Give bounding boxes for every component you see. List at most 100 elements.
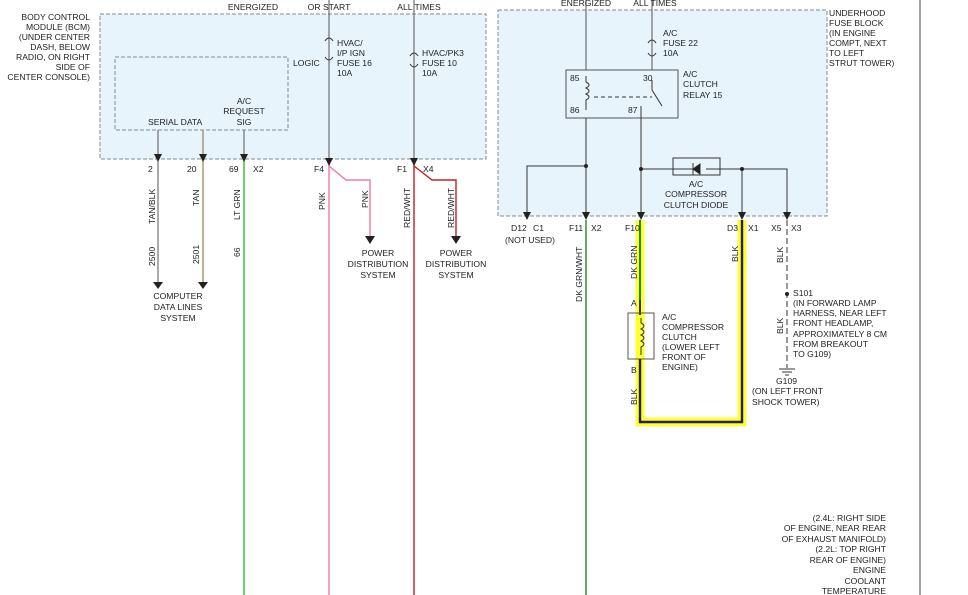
relay-pin-85: 85 <box>570 73 580 83</box>
wire-label-blk-clutch: BLK <box>629 388 639 405</box>
pin-d3: D3 <box>727 223 738 233</box>
svg-text:A/C: A/C <box>663 28 677 38</box>
pin-2: 2 <box>148 164 153 174</box>
fuse10-symbol <box>409 52 419 57</box>
svg-text:10A: 10A <box>663 48 679 58</box>
svg-text:(LOWER LEFT: (LOWER LEFT <box>662 342 721 352</box>
pin-f1: F1 <box>397 164 407 174</box>
pin-arrow-d3 <box>738 212 746 220</box>
svg-text:(2.2L: TOP RIGHT: (2.2L: TOP RIGHT <box>815 544 886 554</box>
ac-request-label: A/C REQUEST SIG <box>223 96 265 127</box>
svg-text:(IN FORWARD LAMP: (IN FORWARD LAMP <box>793 298 877 308</box>
wire-label-pnk-2: PNK <box>360 190 370 208</box>
arrow-computer-data-2 <box>198 282 208 289</box>
svg-text:FUSE 22: FUSE 22 <box>663 38 698 48</box>
clutch-pin-b: B <box>631 365 637 375</box>
ground-g109-icon <box>779 368 795 376</box>
svg-text:TO LEFT: TO LEFT <box>829 48 865 58</box>
svg-text:FROM BREAKOUT: FROM BREAKOUT <box>793 339 869 349</box>
svg-text:I/P IGN: I/P IGN <box>337 48 365 58</box>
wire-label-lt-grn: LT GRN <box>232 189 242 220</box>
relay-pin-30: 30 <box>643 73 653 83</box>
svg-text:A/C: A/C <box>683 69 697 79</box>
circuit-2500: 2500 <box>147 247 157 266</box>
svg-text:HVAC/PK3: HVAC/PK3 <box>422 48 464 58</box>
wire-label-dk-grn-wht: DK GRN/WHT <box>574 246 584 302</box>
circuit-highlight <box>635 220 747 427</box>
pin-arrow-f1 <box>410 158 418 166</box>
not-used-label: (NOT USED) <box>505 235 555 245</box>
arrow-power-dist-1 <box>365 236 375 244</box>
svg-text:POWER: POWER <box>362 248 394 258</box>
pin-f11: F11 <box>569 223 583 233</box>
pin-d12: D12 <box>511 223 527 233</box>
underhood-fuse-block-box <box>497 9 828 217</box>
svg-text:COMPUTER: COMPUTER <box>153 291 202 301</box>
wire-blk-loop <box>638 220 744 424</box>
label-all-times-right: ALL TIMES <box>633 0 677 8</box>
pin-arrow-f10 <box>637 212 645 220</box>
svg-text:BODY CONTROL: BODY CONTROL <box>21 12 90 22</box>
circuit-66: 66 <box>232 247 242 257</box>
svg-text:ENGINE): ENGINE) <box>662 362 698 372</box>
svg-text:G109: G109 <box>776 376 797 386</box>
fuse16-label: HVAC/ I/P IGN FUSE 16 10A <box>337 38 372 78</box>
wire-pnk <box>328 158 371 595</box>
clutch-pin-a: A <box>631 298 637 308</box>
svg-text:UNDERHOOD: UNDERHOOD <box>829 8 885 18</box>
svg-text:10A: 10A <box>422 68 438 78</box>
pin-x3: X3 <box>791 223 802 233</box>
wire-label-red-wht-1: RED/WHT <box>402 187 412 228</box>
pin-arrow-f4 <box>325 158 333 166</box>
relay-coil <box>584 76 590 110</box>
circuit-2501: 2501 <box>191 245 201 264</box>
svg-text:SIG: SIG <box>237 117 252 127</box>
label-all-times: ALL TIMES <box>397 2 441 12</box>
svg-text:SYSTEM: SYSTEM <box>360 270 395 280</box>
underhood-fuse-block-label: UNDERHOOD FUSE BLOCK (IN ENGINE COMPT, N… <box>829 8 895 68</box>
svg-text:A/C: A/C <box>689 179 703 189</box>
wire-label-blk-x3: BLK <box>775 246 785 263</box>
svg-text:REQUEST: REQUEST <box>223 106 265 116</box>
logic-box <box>114 56 289 131</box>
svg-text:COMPT, NEXT: COMPT, NEXT <box>829 38 888 48</box>
arrow-power-dist-2 <box>451 236 461 244</box>
pin-x4: X4 <box>423 164 434 174</box>
pin-arrow-f11 <box>582 212 590 220</box>
svg-text:TO G109): TO G109) <box>793 349 831 359</box>
svg-text:FRONT OF: FRONT OF <box>662 352 706 362</box>
svg-text:CENTER CONSOLE): CENTER CONSOLE) <box>7 72 90 82</box>
svg-text:DISTRIBUTION: DISTRIBUTION <box>426 259 487 269</box>
wire-label-red-wht-2: RED/WHT <box>446 187 456 228</box>
wire-label-blk-d3: BLK <box>730 245 740 262</box>
svg-text:DISTRIBUTION: DISTRIBUTION <box>348 259 409 269</box>
svg-text:(ON LEFT FRONT: (ON LEFT FRONT <box>752 386 824 396</box>
bcm-box <box>99 13 487 160</box>
svg-text:FUSE 16: FUSE 16 <box>337 58 372 68</box>
computer-data-lines-label: COMPUTER DATA LINES SYSTEM <box>153 291 202 323</box>
svg-text:(IN ENGINE: (IN ENGINE <box>829 28 876 38</box>
fuse22-symbol <box>647 39 657 44</box>
pin-x2-right: X2 <box>591 223 602 233</box>
splice-s101 <box>785 292 789 296</box>
relay-pin-87: 87 <box>628 105 638 115</box>
svg-text:A/C: A/C <box>237 96 251 106</box>
relay-switch <box>651 89 663 107</box>
fuse16-symbol <box>324 37 334 42</box>
svg-text:CLUTCH DIODE: CLUTCH DIODE <box>664 200 729 210</box>
svg-text:SYSTEM: SYSTEM <box>160 313 195 323</box>
svg-text:(2.4L: RIGHT SIDE: (2.4L: RIGHT SIDE <box>813 513 887 523</box>
pin-x1: X1 <box>748 223 759 233</box>
power-distribution-label-2: POWER DISTRIBUTION SYSTEM <box>426 248 487 280</box>
pin-f10: F10 <box>625 223 640 233</box>
pin-arrow-69 <box>240 154 248 162</box>
wire-label-pnk-1: PNK <box>317 192 327 210</box>
svg-text:SIDE OF: SIDE OF <box>56 62 90 72</box>
svg-text:HVAC/: HVAC/ <box>337 38 363 48</box>
svg-text:S101: S101 <box>793 288 813 298</box>
s101-label: S101 (IN FORWARD LAMP HARNESS, NEAR LEFT… <box>793 288 887 359</box>
arrow-computer-data-1 <box>153 282 163 289</box>
label-energized-right: ENERGIZED <box>561 0 611 8</box>
pin-c1: C1 <box>533 223 544 233</box>
